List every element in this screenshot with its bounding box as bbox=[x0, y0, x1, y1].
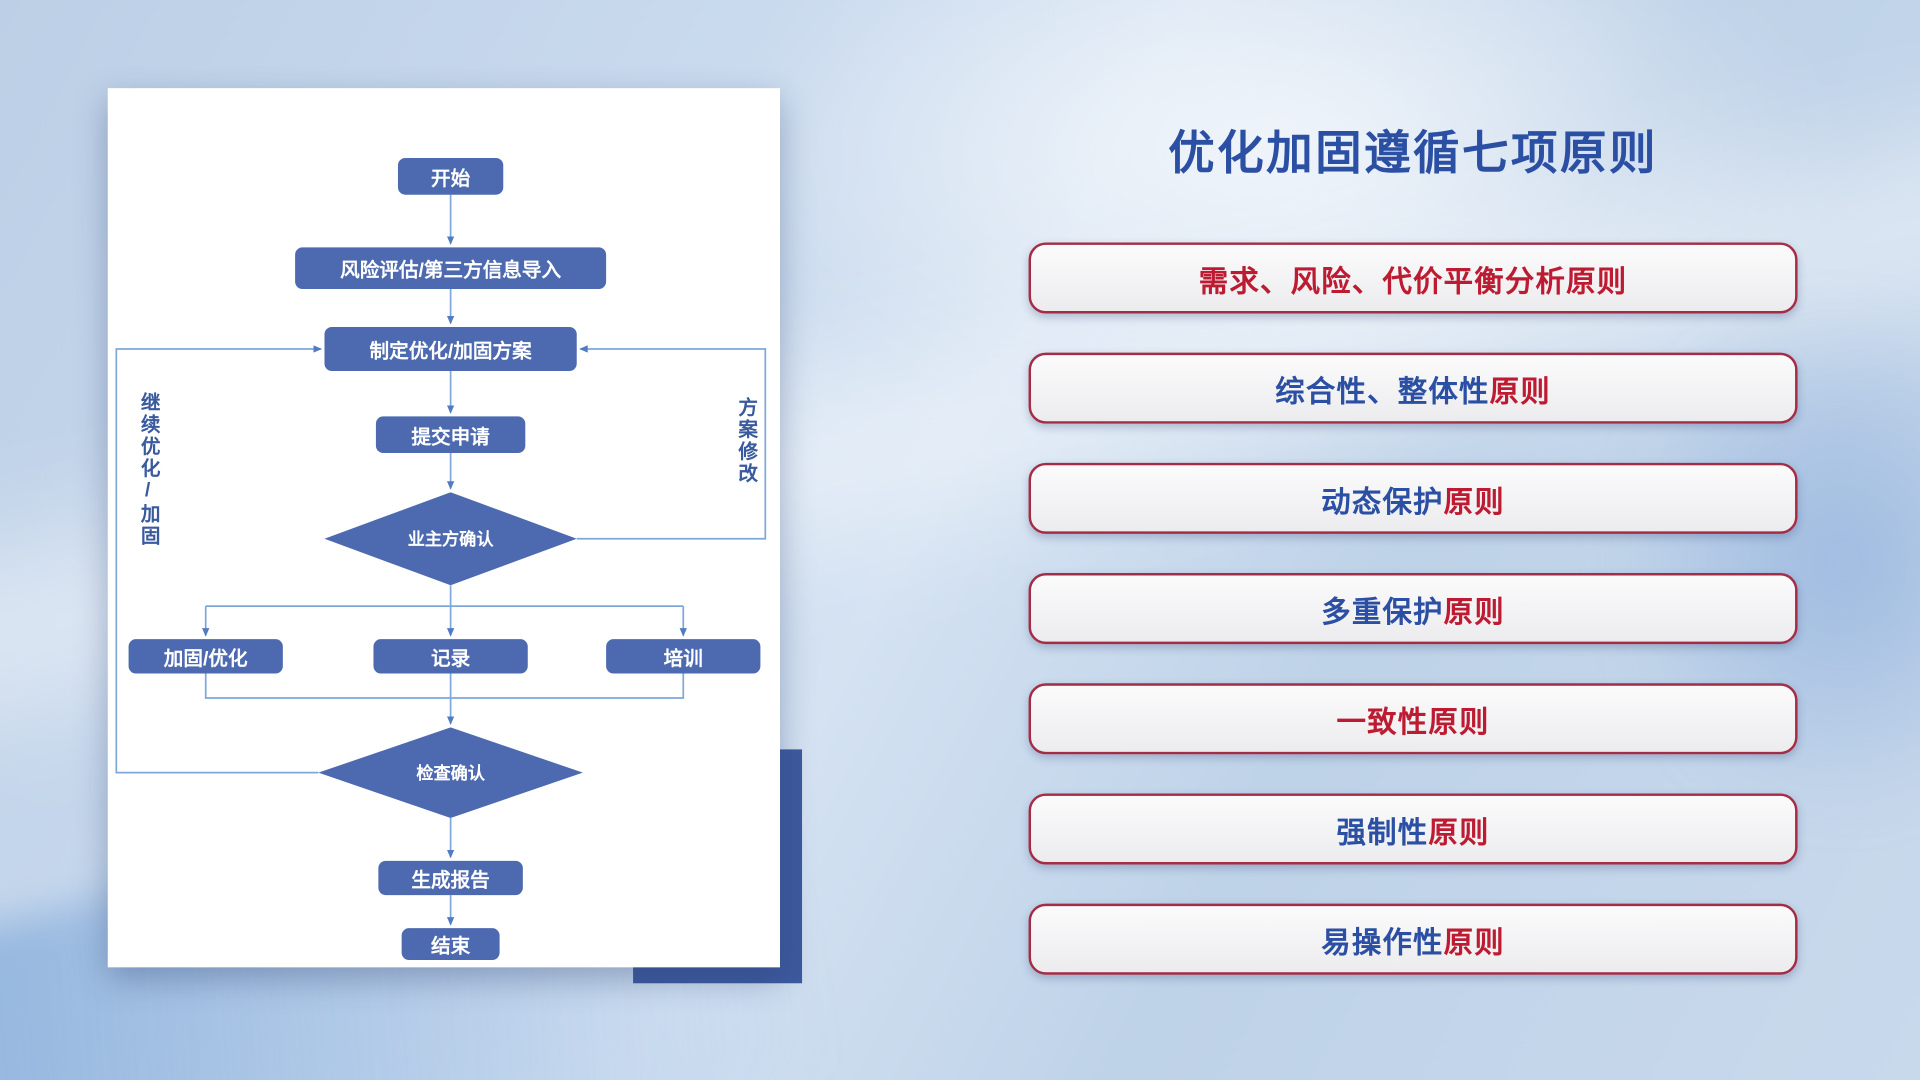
principle-text: 需求、风险、代价平衡分析原则 bbox=[1198, 265, 1628, 299]
principle-text: 综合性、整体性 bbox=[1275, 375, 1490, 409]
principle-box-1: 需求、风险、代价平衡分析原则 bbox=[1028, 242, 1798, 314]
principle-box-5: 一致性原则 bbox=[1028, 683, 1798, 755]
flowchart-panel: 开始 风险评估/第三方信息导入 制定优化/加固方案 提交申请 业主方确认 加固/… bbox=[107, 88, 780, 968]
principle-text: 多重保护 bbox=[1321, 595, 1444, 629]
flow-node-start: 开始 bbox=[397, 157, 504, 195]
principle-box-4: 多重保护原则 bbox=[1028, 573, 1798, 645]
principle-box-2: 综合性、整体性原则 bbox=[1028, 352, 1798, 424]
flow-node-risk-import: 风险评估/第三方信息导入 bbox=[295, 247, 607, 289]
principles-list: 需求、风险、代价平衡分析原则 综合性、整体性原则 动态保护原则 多重保护原则 一… bbox=[1028, 242, 1798, 975]
principle-text: 动态保护 bbox=[1321, 485, 1444, 519]
principle-text: 易操作性 bbox=[1321, 926, 1444, 960]
page-title: 优化加固遵循七项原则 bbox=[1168, 128, 1658, 180]
principle-text: 强制性 bbox=[1336, 816, 1429, 850]
flow-node-submit: 提交申请 bbox=[375, 416, 526, 454]
flowchart-connectors bbox=[115, 194, 767, 926]
principle-text: 原则 bbox=[1443, 595, 1505, 629]
flow-label-revise-plan: 方案修改 bbox=[734, 396, 756, 485]
principle-text: 原则 bbox=[1489, 375, 1551, 409]
principle-text: 原则 bbox=[1443, 926, 1505, 960]
principle-text: 一致性原则 bbox=[1336, 705, 1490, 739]
flow-node-end: 结束 bbox=[401, 928, 500, 960]
flow-node-record: 记录 bbox=[373, 639, 528, 674]
principle-box-7: 易操作性原则 bbox=[1028, 903, 1798, 975]
flow-label-continue-loop: 继续优化/加固 bbox=[137, 391, 158, 548]
principle-text: 原则 bbox=[1443, 485, 1505, 519]
principle-box-6: 强制性原则 bbox=[1028, 793, 1798, 865]
flow-node-training: 培训 bbox=[606, 639, 761, 674]
flow-node-make-plan: 制定优化/加固方案 bbox=[324, 326, 577, 372]
principle-box-3: 动态保护原则 bbox=[1028, 462, 1798, 534]
flow-node-report: 生成报告 bbox=[378, 860, 523, 896]
principle-text: 原则 bbox=[1428, 816, 1490, 850]
flow-node-reinforce: 加固/优化 bbox=[128, 639, 283, 674]
